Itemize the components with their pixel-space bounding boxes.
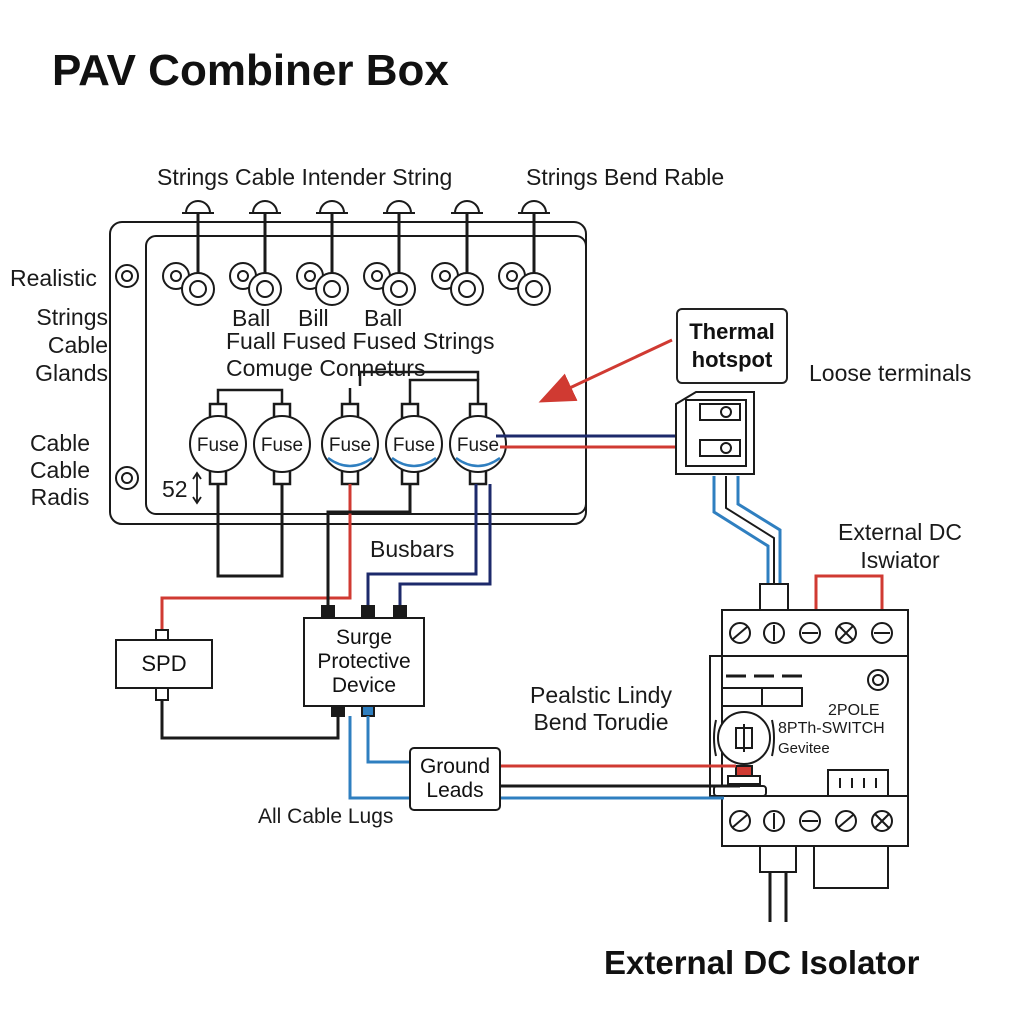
strings-cable-glands-label: Strings Cable Glands (10, 303, 108, 387)
external-dc-iswiator-line: Iswiator (860, 547, 940, 573)
surge-protective-device-label: Surge Protective Device (304, 618, 424, 706)
ground-leads-line: Leads (426, 779, 484, 802)
output-lines (496, 434, 708, 449)
dc-isolator-body (709, 609, 909, 922)
ground-leads-line: Ground (419, 755, 491, 778)
strings-cable-glands-line: Cable (47, 332, 108, 358)
ground-wiring (348, 716, 740, 800)
fuse-labels: Fuse Fuse Fuse Fuse Fuse (197, 435, 499, 456)
bill-label: Bill (298, 305, 329, 331)
cable-radis-label: Cable Cable Radis (18, 430, 102, 511)
thermal-hotspot-callout: Thermal hotspot (676, 308, 788, 384)
comuge-conneturs-label: Comuge Conneturs (226, 355, 426, 381)
pealstic-lindy-line: Pealstic Lindy (530, 682, 672, 708)
ground-leads-box (409, 747, 501, 811)
side-gland-screws (115, 264, 139, 490)
cable-gland (229, 262, 282, 306)
combiner-enclosure (109, 221, 587, 525)
spd-label: SPD (141, 651, 187, 676)
strings-cable-glands-line: Glands (35, 360, 108, 386)
external-dc-iswiator-label: External DC Iswiator (820, 518, 980, 574)
cable-glands (162, 262, 551, 306)
spd-ground-wire (160, 700, 340, 740)
thermal-hotspot-line: Thermal (689, 319, 775, 344)
isolator-gevitee-label: Gevitee (778, 740, 830, 757)
thermal-hotspot-line: hotspot (691, 347, 773, 372)
pealstic-lindy-label: Pealstic Lindy Bend Torudie (506, 682, 696, 736)
cable-gland (363, 262, 416, 306)
strings-cable-intender-label: Strings Cable Intender String (157, 164, 453, 190)
fuse-holder (253, 415, 311, 473)
fuse-holders (189, 415, 507, 473)
cable-radis-line: Cable (29, 430, 91, 456)
fused-strings-label: Fuall Fused Fused Strings (226, 328, 495, 354)
hotspot-arrow (538, 338, 673, 403)
page-title: PAV Combiner Box (52, 46, 449, 95)
strings-bend-rable-label: Strings Bend Rable (526, 164, 725, 190)
fuse-holder (189, 415, 247, 473)
fuse-label: Fuse (457, 435, 499, 456)
fuse-holder (321, 415, 379, 473)
ball-label-2: Ball (364, 305, 403, 331)
busbars-label: Busbars (370, 536, 455, 562)
dimension-arrow-icon (192, 471, 202, 505)
all-cable-lugs-label: All Cable Lugs (258, 805, 394, 828)
surge-protective-device-line: Surge (335, 626, 393, 649)
realistic-label: Realistic (10, 265, 97, 291)
fuse-holder (449, 415, 507, 473)
surge-protective-device-line: Protective (317, 650, 411, 673)
string-entry-cables (182, 200, 550, 282)
thermal-terminal-block (675, 391, 755, 475)
cable-gland (498, 262, 551, 306)
cable-radis-line: Radis (30, 484, 90, 510)
isolator-cable-entry (759, 583, 789, 611)
strings-cable-glands-line: Strings (36, 304, 108, 330)
surge-protective-device-line: Device (331, 674, 397, 697)
isolator-switch-label: 8PTh-SWITCH (778, 720, 885, 737)
surge-protective-device (303, 605, 425, 717)
ground-leads-label: Ground Leads (410, 748, 500, 810)
spd-box (115, 629, 213, 701)
loose-terminals-label: Loose terminals (809, 360, 972, 386)
cable-gland (296, 262, 349, 306)
isolator-feed-cables (712, 476, 782, 586)
external-dc-iswiator-line: External DC (838, 519, 962, 545)
fuse-label: Fuse (329, 435, 371, 456)
cable-gland (162, 262, 215, 306)
fuse-label: Fuse (197, 435, 239, 456)
fuse-top-connectors (208, 370, 488, 486)
bottom-title: External DC Isolator (604, 944, 920, 981)
fuse-holder (385, 415, 443, 473)
cable-gland (431, 262, 484, 306)
fuse-wiring (160, 484, 492, 632)
isolator-2pole-label: 2POLE (828, 702, 880, 719)
cable-radis-line: Cable (29, 457, 91, 483)
fuse-label: Fuse (261, 435, 303, 456)
isolator-red-link (814, 574, 884, 610)
pealstic-lindy-line: Bend Torudie (533, 709, 669, 735)
dimension-label: 52 (162, 476, 188, 502)
ball-label: Ball (232, 305, 271, 331)
fuse-label: Fuse (393, 435, 435, 456)
